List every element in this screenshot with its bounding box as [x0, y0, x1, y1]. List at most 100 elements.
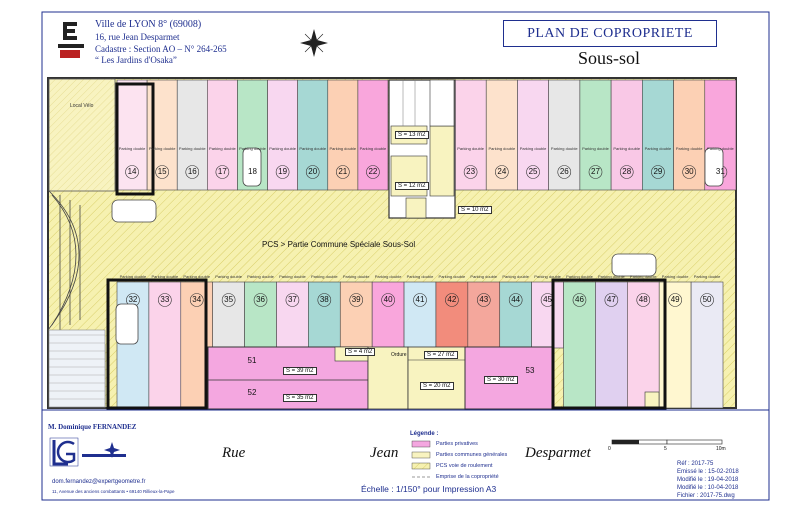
- spot-label-20: Parking double: [299, 146, 327, 151]
- spot-label-14: Parking double: [118, 146, 146, 151]
- compass-rose-icon: [300, 29, 328, 57]
- header-city: Ville de LYON 8° (69008): [95, 19, 202, 30]
- parking-spot-24: [485, 79, 518, 191]
- spot-number-38: 38: [319, 295, 329, 304]
- spot-circle-21: [336, 165, 350, 179]
- file-name: Fichier : 2017-75.dwg: [677, 493, 735, 499]
- header-residence: “ Les Jardins d'Osaka”: [95, 55, 177, 65]
- storage-area: [207, 346, 660, 410]
- spot-label-43: Parking double: [470, 274, 498, 279]
- spot-label-27: Parking double: [582, 146, 609, 151]
- sheet-border: [41, 11, 770, 501]
- modified-date-2: Modifié le : 10-04-2018: [677, 485, 739, 491]
- spot-circle-20: [305, 165, 320, 179]
- parking-spot-38: [308, 281, 341, 349]
- spot-number-32: 32: [128, 295, 138, 304]
- spot-circle-23: [463, 165, 478, 179]
- pcs-label: PCS > Partie Commune Spéciale Sous-Sol: [262, 240, 416, 249]
- storage-number-53: 53: [525, 366, 535, 375]
- stair-steps: [49, 334, 105, 400]
- spot-label-47: Parking double: [598, 274, 625, 279]
- spot-number-34: 34: [192, 295, 202, 304]
- spot-label-45: Parking double: [534, 274, 561, 279]
- spot-label-28: Parking double: [613, 146, 641, 151]
- street-word-rue: Rue: [222, 445, 246, 461]
- spot-number-37: 37: [287, 295, 297, 304]
- parking-spot-22: [357, 79, 389, 191]
- spot-circle-17: [215, 165, 230, 179]
- spot-label-34: Parking double: [183, 274, 211, 279]
- parking-spot-35: [212, 281, 245, 349]
- spot-number-39: 39: [351, 295, 361, 304]
- parking-spot-40: [371, 281, 405, 349]
- scale-zero: 0: [608, 446, 611, 452]
- parking-spot-44: [499, 281, 532, 349]
- spot-number-42: 42: [447, 295, 457, 304]
- top-right-parking-row: [454, 79, 737, 191]
- spot-number-14: 14: [127, 167, 137, 176]
- page-title: PLAN DE COPROPRIETE: [503, 20, 717, 47]
- scale-ten: 10m: [716, 446, 726, 452]
- stair-area: [48, 329, 106, 408]
- central-core: [388, 79, 456, 219]
- spot-number-19: 19: [278, 167, 288, 176]
- spot-label-41: Parking double: [406, 274, 434, 279]
- spot-label-36: Parking double: [247, 274, 274, 279]
- spot-circle-15: [155, 165, 169, 179]
- header-address: 16, rue Jean Desparmet: [95, 32, 180, 42]
- spot-number-47: 47: [606, 295, 616, 304]
- spot-circle-19: [275, 165, 290, 179]
- spot-circle-37: [285, 293, 300, 307]
- spot-number-49: 49: [670, 295, 680, 304]
- spot-number-27: 27: [591, 167, 600, 176]
- lot-outlines: [106, 82, 667, 410]
- parking-spot-50: [690, 281, 724, 409]
- spot-label-32: Parking double: [119, 274, 147, 279]
- spot-label-39: Parking double: [342, 274, 370, 279]
- spot-label-44: Parking double: [502, 274, 530, 279]
- spot-label-37: Parking double: [279, 274, 306, 279]
- parking-spot-30: [673, 79, 706, 191]
- spot-circle-43: [476, 293, 491, 307]
- top-left-parking-row: [116, 79, 389, 191]
- spot-number-15: 15: [157, 167, 167, 176]
- parking-spot-41: [403, 281, 437, 349]
- spot-circle-36: [253, 293, 268, 307]
- spot-label-23: Parking double: [457, 146, 484, 151]
- company-logo: [58, 20, 84, 58]
- spot-circle-14: [125, 165, 139, 179]
- spot-label-24: Parking double: [488, 146, 516, 151]
- spot-number-46: 46: [575, 295, 584, 304]
- spot-number-36: 36: [256, 295, 265, 304]
- spot-circle-48: [636, 293, 651, 307]
- spot-circle-16: [185, 165, 200, 179]
- car-illustrations: [111, 147, 724, 345]
- surveyor-email: dom.fernandez@expertgeometre.fr: [52, 479, 146, 485]
- ordure-label: Ordure: [391, 352, 407, 358]
- spot-circle-28: [619, 165, 634, 179]
- street-word-jean: Jean: [370, 445, 399, 461]
- spot-circle-40: [381, 293, 395, 307]
- scale-label: Échelle : 1/150° pour Impression A3: [361, 484, 497, 494]
- spot-number-45: 45: [543, 295, 553, 304]
- spot-label-40: Parking double: [374, 274, 402, 279]
- spot-circle-39: [349, 293, 364, 307]
- scale-bar: [611, 439, 723, 445]
- spot-number-22: 22: [368, 167, 378, 176]
- area-20: S = 20 m2: [420, 382, 454, 390]
- spot-label-30: Parking double: [675, 146, 703, 151]
- spot-number-48: 48: [638, 295, 648, 304]
- legend-title: Légende :: [410, 431, 439, 437]
- legend-swatches: [411, 440, 431, 478]
- surveyor-address: 11, Avenue des anciens combattants • 691…: [52, 489, 175, 494]
- spot-circle-22: [366, 165, 380, 179]
- storage-number-52: 52: [247, 388, 257, 397]
- spot-circle-47: [604, 293, 619, 307]
- spot-number-33: 33: [160, 295, 170, 304]
- ref-number: Réf : 2017-75: [677, 461, 714, 467]
- area-10: S = 10 m2: [458, 206, 492, 214]
- parking-spot-14: [116, 79, 148, 191]
- spot-number-41: 41: [415, 295, 425, 304]
- spot-label-48: Parking double: [629, 274, 657, 279]
